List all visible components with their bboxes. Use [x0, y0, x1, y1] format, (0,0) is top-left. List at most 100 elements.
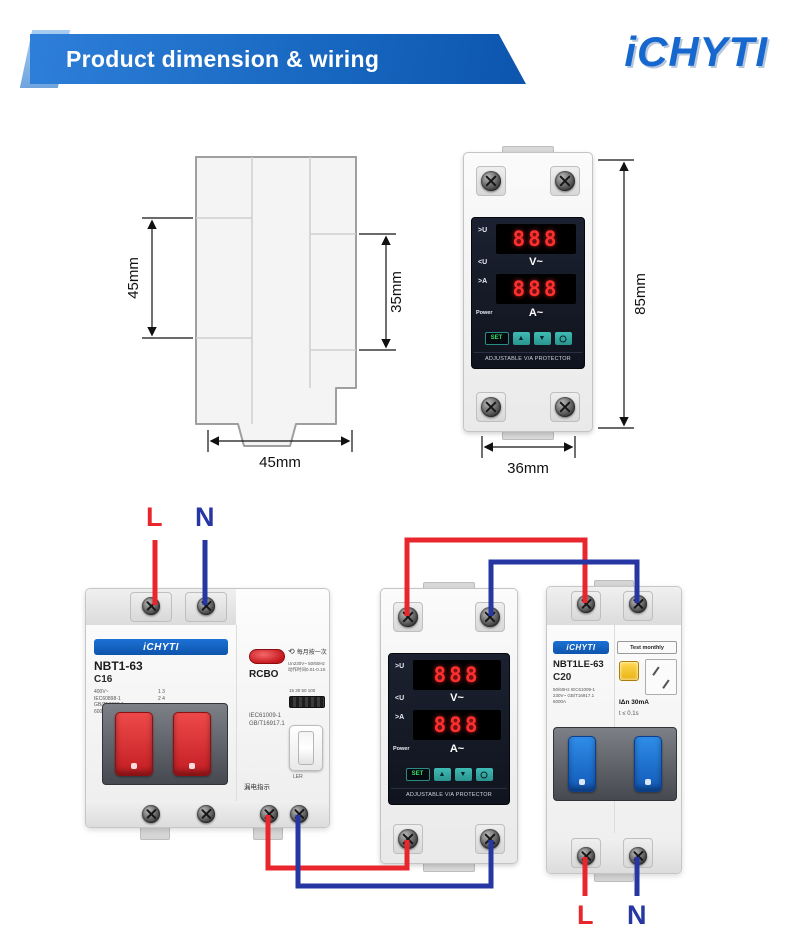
voltage-unit: V~: [529, 256, 543, 268]
terminal-screw: [260, 805, 278, 823]
up-arrow-button: ▲: [433, 768, 451, 781]
pole-seam: [236, 625, 237, 801]
terminal-screw: [398, 829, 418, 849]
current-display: 888: [496, 274, 576, 304]
terminal-screw: [577, 595, 595, 613]
voltage-display: 888: [496, 224, 576, 254]
led-indicators: LER: [293, 774, 303, 781]
reset-arrow-icon: ⟲: [288, 646, 295, 656]
diagram-line: [662, 679, 670, 689]
current-display: 888: [413, 710, 501, 740]
mcb-body: iCHYTI Test monthly NBT1LE-63 C20 50/60H…: [546, 586, 682, 874]
dim-label-width: 36mm: [507, 460, 549, 477]
label-power: Power: [393, 746, 410, 752]
yellow-test-button: [619, 661, 639, 681]
up-arrow-button: ▲: [512, 332, 530, 345]
rcbo-body: iCHYTI NBT1-63 C16 400V~ IEC60898-1 GB/T…: [85, 588, 330, 828]
sensitivity-slider: [289, 696, 325, 708]
handle-recess: [553, 727, 677, 801]
voltage-display: 888: [413, 660, 501, 690]
circuit-diagram-box: [645, 659, 677, 695]
dim-label-depth-bottom: 45mm: [259, 454, 301, 471]
terminal-screw: [629, 595, 647, 613]
mcb-logo-bar: iCHYTI: [553, 641, 609, 654]
terminal-screw: [398, 607, 418, 627]
mcb-specs: 50/60Hz IEC61009-1 230V~ GB/T16917.1 600…: [553, 687, 595, 705]
rcbo-logo-text: iCHYTI: [143, 641, 179, 653]
label-over-current: >A: [395, 714, 405, 721]
label-over-voltage: >U: [478, 227, 488, 234]
rcbo-model: NBT1-63: [94, 659, 143, 673]
terminal-screw: [142, 805, 160, 823]
breaker-handle: [568, 736, 596, 792]
spec-line: 230V~ GB/T16917.1: [553, 692, 595, 698]
down-arrow-button: ▼: [533, 332, 551, 345]
rocker-switch: [289, 725, 323, 771]
terminal-screw: [555, 171, 575, 191]
rcbo-pole-diagram: 1 3 2 4: [158, 689, 165, 702]
terminal-screw: [290, 805, 308, 823]
brand-logo: iCHYTI: [624, 28, 768, 75]
dimension-figure: 45mm 35mm 45mm 85mm 36mm: [125, 156, 649, 477]
dim-label-inner: 35mm: [388, 271, 405, 313]
current-unit: A~: [449, 743, 465, 755]
led-label: LER: [293, 774, 303, 780]
label-live-bottom: L: [577, 900, 594, 930]
ma-scale: 15 30 50 100: [289, 688, 315, 694]
mcb-rating: C20: [553, 672, 572, 683]
terminal-screw: [555, 397, 575, 417]
rcbo-rating: C16: [94, 674, 113, 685]
test-button: [249, 649, 285, 664]
label-over-current: >A: [478, 278, 488, 285]
down-arrow-button: ▼: [454, 768, 472, 781]
mcb-model: NBT1LE-63: [553, 659, 604, 670]
spec-line: 6000A: [94, 709, 124, 716]
rcbo-ratings-text: Un230V~ 50/60Hz 动作时间0.01-0.1S: [288, 661, 326, 673]
pole-numbers: 2 4: [158, 695, 165, 702]
button-row: SET ▲ ▼: [395, 768, 503, 781]
terminal-screw: [480, 829, 500, 849]
protector-wired: >U 888 <U V~ >A 888 Power A~ SET ▲ ▼ ADJ…: [380, 582, 518, 872]
label-neutral-top: N: [195, 502, 215, 532]
set-button: SET: [484, 332, 509, 345]
spec-line: Un230V~ 50/60Hz: [288, 661, 325, 666]
protector-front-view: >U 888 <U V~ >A 888 Power A~ SET ▲ ▼ ADJ…: [463, 146, 593, 440]
terminal-screw: [197, 597, 215, 615]
breaker-handle: [173, 712, 211, 776]
rcbo-logo-bar: iCHYTI: [94, 639, 228, 655]
spec-line: 50/60Hz IEC61009-1: [553, 687, 596, 692]
standard-line: GB/T16917.1: [249, 720, 285, 727]
dim-label-depth-left: 45mm: [125, 257, 142, 299]
protector-footer-label: ADJUSTABLE V/A PROTECTOR: [391, 788, 507, 798]
page-title: Product dimension & wiring: [66, 45, 380, 72]
rcbo-standards: IEC61009-1 GB/T16917.1: [249, 713, 285, 729]
label-live-top: L: [146, 502, 163, 532]
side-view-outline: [195, 156, 357, 447]
rcbo-breaker: iCHYTI NBT1-63 C16 400V~ IEC60898-1 GB/T…: [85, 588, 330, 840]
time-line: t ≤ 0.1s: [619, 711, 639, 717]
label-under-voltage: <U: [395, 695, 405, 702]
label-power: Power: [476, 310, 493, 316]
handle-recess: [102, 703, 228, 785]
terminal-screw: [481, 397, 501, 417]
mcb-breaker: iCHYTI Test monthly NBT1LE-63 C20 50/60H…: [546, 580, 682, 882]
terminal-screw: [481, 171, 501, 191]
bottom-terminal-strip: [547, 839, 681, 873]
confirm-button: [475, 768, 493, 781]
rocker-paddle: [298, 731, 314, 765]
protector-body: >U 888 <U V~ >A 888 Power A~ SET ▲ ▼ ADJ…: [463, 152, 593, 432]
confirm-button: [554, 332, 572, 345]
residual-current-label: IΔn 30mA: [619, 699, 649, 706]
voltage-unit: V~: [450, 692, 464, 704]
spec-line: 动作时间0.01-0.1S: [288, 666, 326, 672]
protector-display-panel: >U 888 <U V~ >A 888 Power A~ SET ▲ ▼ ADJ…: [388, 653, 510, 805]
diagram-line: [652, 666, 660, 676]
label-under-voltage: <U: [478, 259, 488, 266]
terminal-screw: [142, 597, 160, 615]
breaker-handle: [634, 736, 662, 792]
set-button: SET: [405, 768, 430, 781]
spec-line: IEC60898-1: [94, 695, 121, 702]
label-over-voltage: >U: [395, 663, 405, 670]
monthly-test-note: ⟲ 每月按一次: [288, 647, 327, 656]
